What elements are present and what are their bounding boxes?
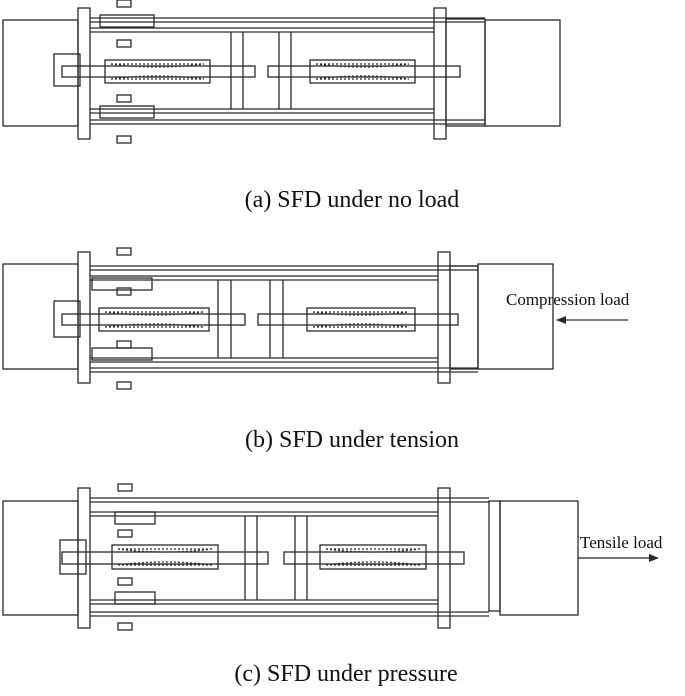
right-damper-tube [319, 544, 427, 570]
left-damper-tube [104, 59, 211, 84]
lower-clamp [99, 105, 155, 119]
left-end-plate [77, 7, 91, 140]
panel-a-diagram [2, 0, 561, 144]
panel-c-diagram [2, 483, 579, 631]
left-clamp [53, 53, 81, 87]
right-end-block [499, 500, 579, 616]
left-end-plate [77, 487, 91, 629]
left-end-block [2, 500, 79, 616]
lower-bolt-head [116, 340, 132, 349]
caption-a: (a) SFD under no load [245, 187, 460, 213]
upper-clamp [99, 14, 155, 28]
left-damper-tube [111, 544, 219, 570]
right-coupler [449, 265, 479, 370]
left-clamp [59, 539, 87, 575]
right-damper-tube [309, 59, 416, 84]
upper-bolt-head [117, 483, 133, 492]
left-end-plate [77, 251, 91, 384]
right-end-block [484, 19, 561, 127]
right-damper-tube [306, 307, 416, 332]
right-coupler [488, 500, 501, 612]
lower-clamp [114, 591, 156, 605]
right-end-plate [437, 251, 451, 384]
panel-b-diagram [2, 247, 554, 390]
left-damper-tube [98, 307, 210, 332]
left-end-block [2, 19, 79, 127]
right-end-plate [437, 487, 451, 629]
left-rod [61, 551, 269, 565]
upper-clamp [91, 277, 153, 291]
right-end-block [477, 263, 554, 370]
lower-bolt-head [116, 94, 132, 103]
tensile-load-label: Tensile load [580, 533, 663, 552]
lower-bolt-head [117, 577, 133, 586]
right-coupler [445, 18, 486, 127]
right-rod [267, 65, 461, 78]
upper-clamp [114, 511, 156, 525]
upper-bolt-head [116, 247, 132, 256]
left-rod [61, 65, 256, 78]
compression-load-label: Compression load [506, 290, 630, 309]
caption-b: (b) SFD under tension [245, 427, 459, 453]
caption-c: (c) SFD under pressure [234, 661, 457, 687]
left-rod [61, 313, 246, 326]
left-end-block [2, 263, 79, 370]
upper-bolt-head [116, 0, 132, 8]
left-clamp [53, 300, 81, 338]
right-rod [257, 313, 459, 326]
